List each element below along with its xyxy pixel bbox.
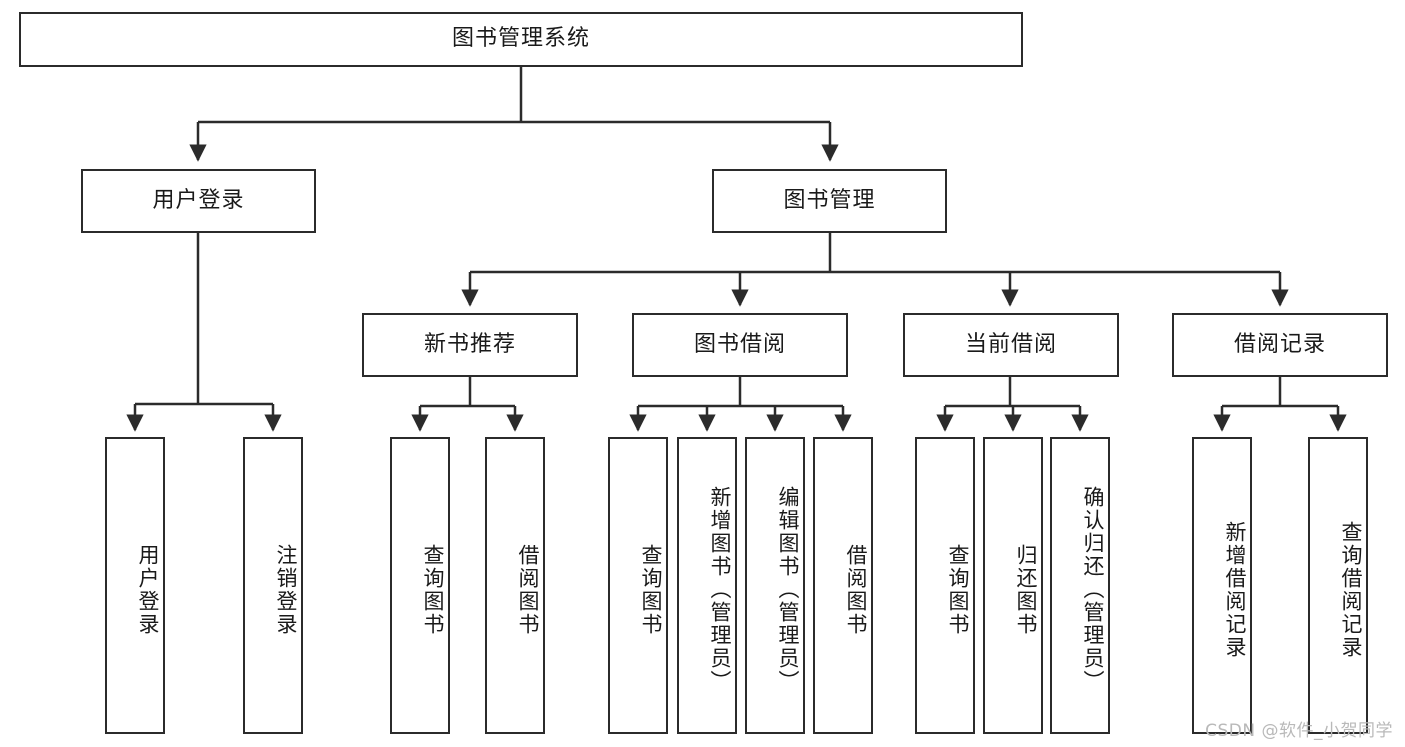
leaf-current-return-book[interactable]: 归还图书 — [983, 437, 1043, 734]
node-label: 查询图书 — [946, 543, 970, 636]
leaf-user-login-logout[interactable]: 注销登录 — [243, 437, 303, 734]
leaf-current-confirm-return-admin[interactable]: 确认归还（管理员） — [1050, 437, 1110, 734]
leaf-current-query-book[interactable]: 查询图书 — [915, 437, 975, 734]
node-label: 新书推荐 — [423, 331, 516, 357]
node-label: 归还图书 — [1014, 543, 1038, 636]
node-label: 查询图书 — [421, 543, 445, 636]
node-book-management[interactable]: 图书管理 — [712, 169, 947, 233]
leaf-borrow-add-book-admin[interactable]: 新增图书（管理员） — [677, 437, 737, 734]
node-label: 借阅图书 — [516, 543, 540, 636]
leaf-record-query-record[interactable]: 查询借阅记录 — [1308, 437, 1368, 734]
node-label: 查询图书 — [639, 543, 663, 636]
watermark-text: CSDN @软件_小贺同学 — [1205, 721, 1393, 741]
node-label: 确认归还（管理员） — [1081, 486, 1105, 693]
leaf-borrow-edit-book-admin[interactable]: 编辑图书（管理员） — [745, 437, 805, 734]
node-current-borrow[interactable]: 当前借阅 — [903, 313, 1119, 377]
node-label: 编辑图书（管理员） — [776, 486, 800, 693]
node-book-borrow[interactable]: 图书借阅 — [632, 313, 848, 377]
leaf-borrow-borrow-book[interactable]: 借阅图书 — [813, 437, 873, 734]
node-label: 图书管理系统 — [451, 26, 590, 52]
leaf-user-login-login[interactable]: 用户登录 — [105, 437, 165, 734]
node-new-book-recommend[interactable]: 新书推荐 — [362, 313, 578, 377]
node-label: 图书管理 — [783, 187, 876, 213]
node-root-system[interactable]: 图书管理系统 — [19, 12, 1023, 67]
node-label: 用户登录 — [136, 543, 160, 636]
leaf-borrow-query-book[interactable]: 查询图书 — [608, 437, 668, 734]
node-user-login[interactable]: 用户登录 — [81, 169, 316, 233]
node-borrow-record[interactable]: 借阅记录 — [1172, 313, 1388, 377]
leaf-record-add-record[interactable]: 新增借阅记录 — [1192, 437, 1252, 734]
node-label: 新增图书（管理员） — [708, 486, 732, 693]
node-label: 借阅记录 — [1233, 331, 1326, 357]
node-label: 借阅图书 — [844, 543, 868, 636]
node-label: 查询借阅记录 — [1339, 520, 1363, 659]
node-label: 注销登录 — [274, 543, 298, 636]
node-label: 新增借阅记录 — [1223, 520, 1247, 659]
node-label: 用户登录 — [152, 187, 245, 213]
node-label: 图书借阅 — [693, 331, 786, 357]
leaf-recommend-borrow-book[interactable]: 借阅图书 — [485, 437, 545, 734]
leaf-recommend-query-book[interactable]: 查询图书 — [390, 437, 450, 734]
node-label: 当前借阅 — [964, 331, 1057, 357]
